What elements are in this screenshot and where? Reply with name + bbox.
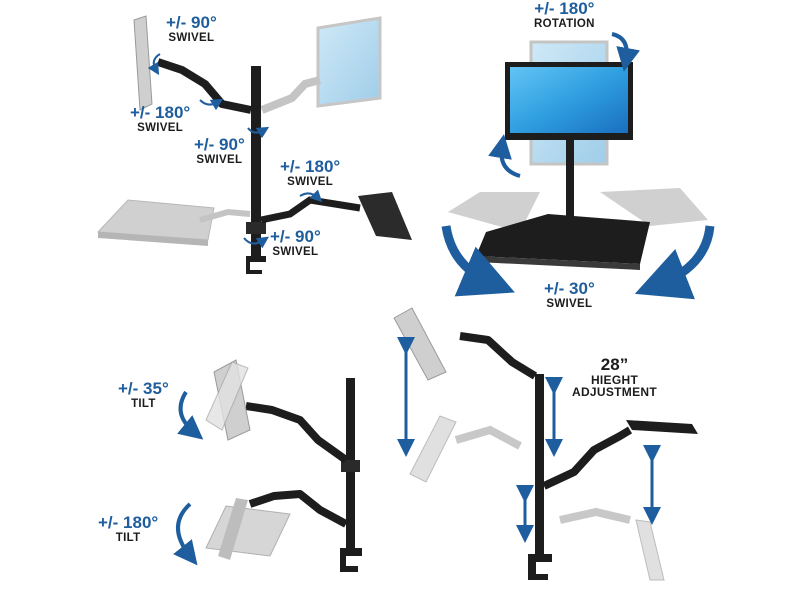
- tilt-diagram: [173, 359, 362, 572]
- label-swivel-tray: +/- 180° SWIVEL: [280, 158, 340, 188]
- monitor-side: [133, 15, 153, 111]
- rotation-arrow: [488, 134, 521, 178]
- label-height-adjustment: 28” HIEGHT ADJUSTMENT: [572, 356, 657, 399]
- ghost-monitor-arm: [260, 76, 322, 114]
- ghost-tray-arm: [199, 208, 251, 223]
- caption-text: SWIVEL: [196, 153, 243, 166]
- desk-clamp: [528, 554, 552, 580]
- tilt-arrow: [177, 390, 204, 440]
- caption-text: SWIVEL: [287, 175, 334, 188]
- ghost-monitor-right: [316, 16, 382, 108]
- swivel-arrow-left: [441, 225, 515, 297]
- height-value: 28”: [600, 355, 629, 374]
- ghost-keyboard-tray: [96, 199, 215, 241]
- degree-text: +/- 180°: [534, 0, 595, 18]
- ghost-keyboard-tray-right: [600, 188, 708, 226]
- label-swivel-monitor: +/- 90° SWIVEL: [166, 14, 217, 44]
- swivel-arrow: [299, 189, 323, 203]
- caption-text: SWIVEL: [546, 297, 593, 310]
- degree-text: +/- 180°: [98, 513, 159, 532]
- mount-pole: [251, 66, 261, 256]
- tray-tilted: [218, 498, 248, 560]
- keyboard-tray-edge: [476, 256, 640, 270]
- caption-text: SWIVEL: [272, 245, 319, 258]
- ghost-monitor-low: [409, 415, 457, 483]
- label-tray-tilt: +/- 180° TILT: [98, 514, 158, 544]
- keyboard-tray: [476, 214, 650, 264]
- rotation-arrow: [611, 32, 640, 72]
- degree-text: +/- 180°: [280, 157, 341, 176]
- label-swivel-arm: +/- 180° SWIVEL: [130, 104, 190, 134]
- label-monitor-tilt: +/- 35° TILT: [118, 380, 169, 410]
- degree-text: +/- 90°: [194, 135, 245, 154]
- swivel-diagram: [96, 15, 412, 274]
- swivel-arrow-right: [634, 225, 715, 300]
- swivel-arrow: [199, 98, 224, 111]
- degree-text: +/- 30°: [544, 279, 595, 298]
- ghost-tray-arm-low: [559, 507, 631, 524]
- caption-text: HIEGHT: [590, 372, 639, 387]
- monitor-arm: [245, 402, 349, 464]
- mount-pole: [535, 374, 544, 554]
- ghost-monitor-tilt: [205, 361, 249, 431]
- desk-clamp: [340, 548, 362, 572]
- swivel-arrow: [243, 236, 269, 249]
- ghost-keyboard-tray-low: [635, 519, 665, 581]
- caption-text: TILT: [131, 397, 156, 410]
- label-swivel-tray-arm: +/- 90° SWIVEL: [270, 228, 321, 258]
- desk-clamp: [246, 256, 266, 274]
- monitor-screen: [510, 67, 628, 133]
- tilt-arrow: [173, 502, 198, 566]
- swivel-arrow: [147, 53, 161, 76]
- keyboard-tray: [358, 192, 412, 240]
- label-tray-swivel: +/- 30° SWIVEL: [544, 280, 595, 310]
- degree-text: +/- 180°: [130, 103, 191, 122]
- caption-text: ROTATION: [534, 17, 595, 30]
- monitor-arm: [459, 332, 538, 380]
- ghost-keyboard-tray-edge: [98, 232, 208, 246]
- caption-text: ADJUSTMENT: [572, 385, 658, 400]
- keyboard-tray: [626, 420, 698, 434]
- pole-collar: [341, 460, 360, 472]
- keyboard-arm: [248, 490, 348, 528]
- pole-collar: [246, 222, 266, 234]
- mount-pole: [566, 140, 574, 218]
- label-rotation: +/- 180° ROTATION: [534, 0, 595, 30]
- caption-text: SWIVEL: [168, 31, 215, 44]
- degree-text: +/- 90°: [166, 13, 217, 32]
- keyboard-arm: [542, 426, 633, 490]
- degree-text: +/- 35°: [118, 379, 169, 398]
- label-swivel-pole: +/- 90° SWIVEL: [194, 136, 245, 166]
- monitor-arm: [156, 58, 252, 114]
- ghost-keyboard-tray-left: [448, 192, 540, 232]
- height-adjustment-diagram: [393, 307, 698, 581]
- degree-text: +/- 90°: [270, 227, 321, 246]
- ghost-keyboard-tray: [205, 505, 291, 557]
- monitor-high: [393, 307, 447, 381]
- caption-text: TILT: [115, 531, 141, 544]
- rotation-diagram: [441, 32, 715, 300]
- keyboard-arm: [260, 196, 361, 224]
- ghost-monitor-arm-low: [454, 425, 522, 450]
- caption-text: SWIVEL: [137, 121, 184, 134]
- swivel-arrow: [247, 126, 270, 139]
